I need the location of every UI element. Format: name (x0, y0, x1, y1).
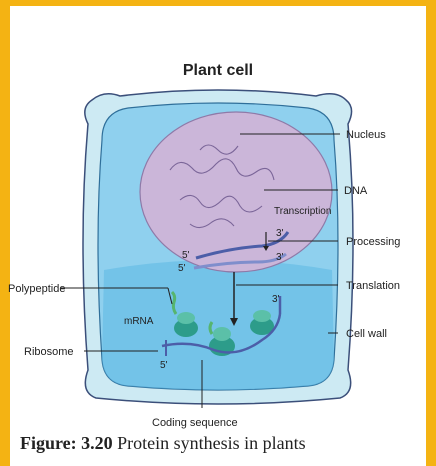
label-processing: Processing (346, 236, 400, 248)
label-translation: Translation (346, 280, 400, 292)
end-5-prime-b: 5' (178, 263, 186, 274)
figure-caption: Figure: 3.20 Protein synthesis in plants (20, 433, 430, 454)
label-transcription: Transcription (274, 206, 331, 217)
end-5-prime-c: 5' (160, 360, 168, 371)
end-3-prime-b: 3' (276, 252, 284, 263)
end-5-prime-a: 5' (182, 250, 190, 261)
label-ribosome: Ribosome (24, 346, 74, 358)
figure-caption-text: Protein synthesis in plants (117, 433, 306, 453)
label-nucleus: Nucleus (346, 129, 386, 141)
end-3-prime-c: 3' (272, 294, 280, 305)
label-dna: DNA (344, 185, 368, 197)
end-3-prime-a: 3' (276, 228, 284, 239)
label-coding-sequence: Coding sequence (152, 417, 238, 429)
figure-number: Figure: 3.20 (20, 433, 113, 453)
label-cell-wall: Cell wall (346, 328, 387, 340)
label-polypeptide: Polypeptide (8, 283, 66, 295)
label-mrna: mRNA (124, 316, 154, 327)
diagram-title: Plant cell (183, 62, 253, 79)
